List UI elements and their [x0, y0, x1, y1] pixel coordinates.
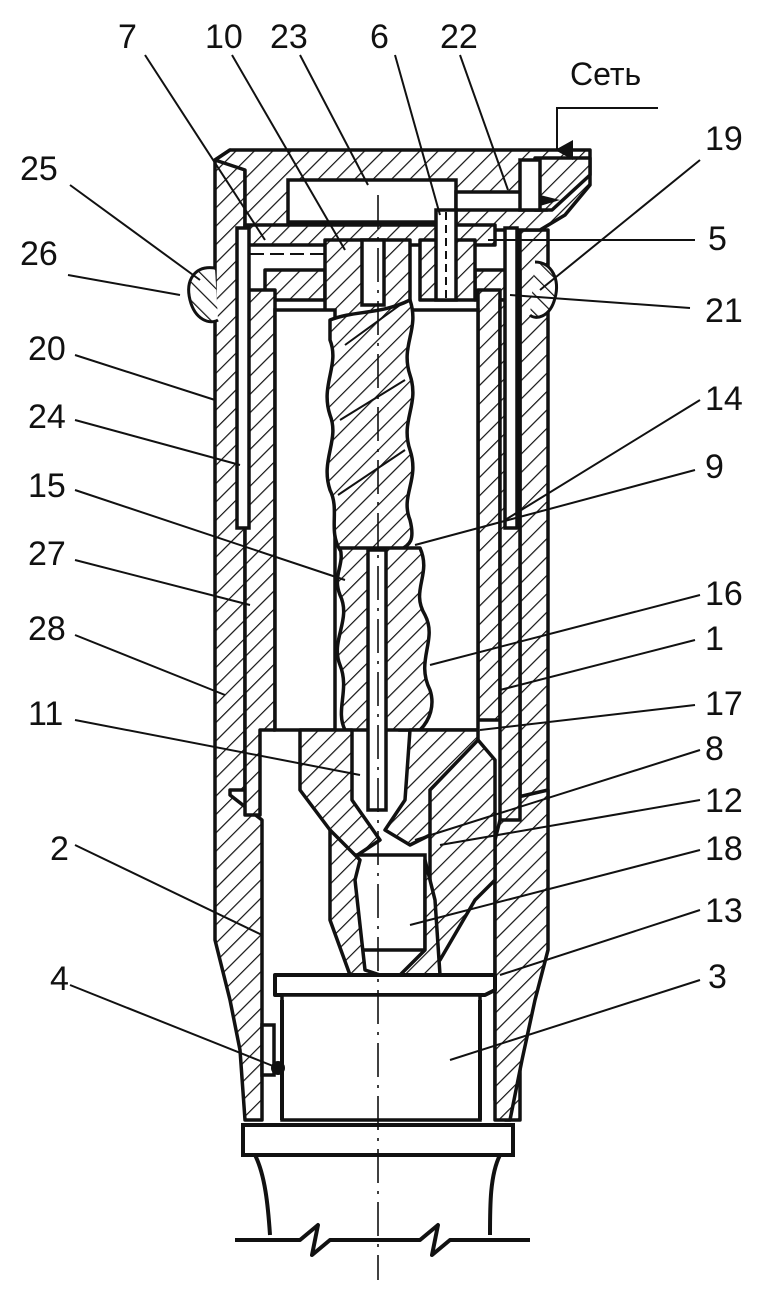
helical-rotor: [327, 300, 413, 550]
label-10: 10: [205, 18, 243, 56]
element-18: [330, 830, 440, 975]
label-12: 12: [705, 782, 743, 820]
label-7: 7: [118, 18, 137, 56]
label-13: 13: [705, 892, 743, 930]
label-17: 17: [705, 685, 743, 723]
label-14: 14: [705, 380, 743, 418]
label-28: 28: [28, 610, 66, 648]
label-11: 11: [28, 695, 63, 733]
label-net: Сеть: [570, 56, 641, 92]
label-2: 2: [50, 830, 69, 868]
label-19: 19: [705, 120, 743, 158]
label-8: 8: [705, 730, 724, 768]
label-27: 27: [28, 535, 66, 573]
label-3: 3: [708, 958, 727, 996]
label-20: 20: [28, 330, 66, 368]
label-21: 21: [705, 292, 743, 330]
label-23: 23: [270, 18, 308, 56]
label-25: 25: [20, 150, 58, 188]
label-9: 9: [705, 448, 724, 486]
label-22: 22: [440, 18, 478, 56]
network-inlet: [557, 108, 658, 150]
ring-13: [275, 975, 495, 995]
inner-sleeve-right: [478, 228, 520, 820]
label-5: 5: [708, 220, 727, 258]
label-18: 18: [705, 830, 743, 868]
label-16: 16: [705, 575, 743, 613]
label-24: 24: [28, 398, 66, 436]
piston-3: [282, 995, 480, 1120]
label-1: 1: [705, 620, 724, 658]
label-26: 26: [20, 235, 58, 273]
chamber-left: [275, 310, 335, 730]
chamber-23: [288, 180, 456, 222]
label-4: 4: [50, 960, 69, 998]
label-6: 6: [370, 18, 389, 56]
base-collar: [235, 1125, 530, 1255]
label-15: 15: [28, 467, 66, 505]
